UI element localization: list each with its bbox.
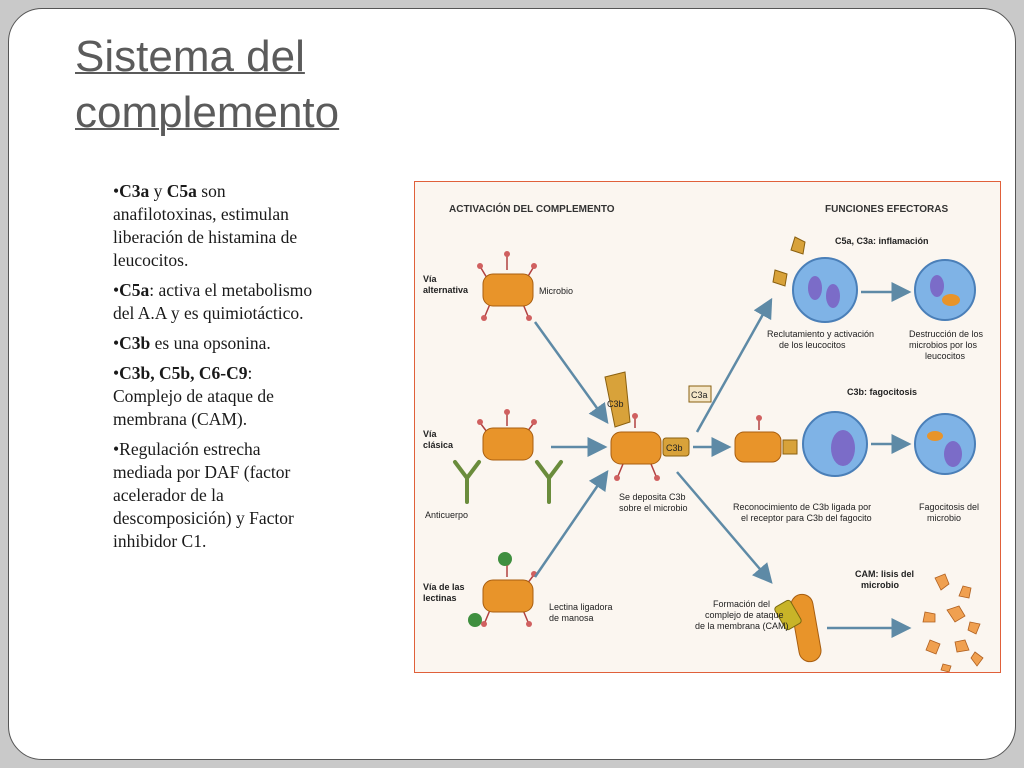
bullet-item: •C3a y C5a son anafilotoxinas, estimulan… — [113, 181, 298, 270]
svg-text:C3b: C3b — [607, 399, 624, 409]
complement-diagram: ACTIVACIÓN DEL COMPLEMENTO FUNCIONES EFE… — [414, 181, 1001, 673]
anticuerpo-label: Anticuerpo — [425, 510, 468, 520]
title-line-1: Sistema del — [75, 32, 305, 81]
microbe-lectinas — [468, 552, 537, 627]
opsonized-microbe — [734, 415, 798, 463]
title-line-2: complemento — [75, 88, 340, 137]
arrow-to-mac — [676, 471, 773, 584]
diagram-svg: ACTIVACIÓN DEL COMPLEMENTO FUNCIONES EFE… — [423, 202, 984, 672]
antibody-right — [535, 460, 563, 504]
bullet-item: •C5a: activa el metabolismo del A.A y es… — [113, 280, 313, 323]
leukocyte-recruited — [772, 236, 858, 323]
fagocitosis-header: C3b: fagocitosis — [847, 387, 917, 397]
c3a-box — [688, 385, 712, 403]
microbe-clasica — [477, 409, 537, 461]
phagocyte — [802, 411, 868, 477]
arrow-lectinas — [533, 469, 609, 578]
inflamacion-label: C5a, C3a: inflamación — [835, 236, 929, 246]
phagocyte-engulfing — [914, 413, 976, 475]
mac-complex — [774, 593, 822, 663]
bullet-item: •C3b es una opsonina. — [113, 333, 271, 353]
slide-title: Sistema del complemento — [75, 29, 339, 141]
c3a-label: C3a — [691, 390, 708, 400]
arrow-to-inflammation — [695, 297, 773, 433]
bullet-list: •C3a y C5a son anafilotoxinas, estimulan… — [113, 180, 313, 560]
microbio-label: Microbio — [539, 286, 573, 296]
arrow-alternativa — [533, 321, 609, 425]
header-effector: FUNCIONES EFECTORAS — [825, 204, 948, 215]
microbe-alternativa — [477, 251, 537, 321]
lysed-microbe-fragments — [922, 573, 984, 672]
central-microbe: C3b C3b — [604, 371, 690, 481]
header-activation: ACTIVACIÓN DEL COMPLEMENTO — [449, 202, 615, 215]
leukocyte-destroying — [914, 259, 976, 321]
bullet-item: •C3b, C5b, C6-C9: Complejo de ataque de … — [113, 363, 274, 429]
svg-text:C3b: C3b — [666, 443, 683, 453]
antibody-left — [453, 460, 481, 504]
bullet-item: •Regulación estrecha mediada por DAF (fa… — [113, 439, 294, 551]
